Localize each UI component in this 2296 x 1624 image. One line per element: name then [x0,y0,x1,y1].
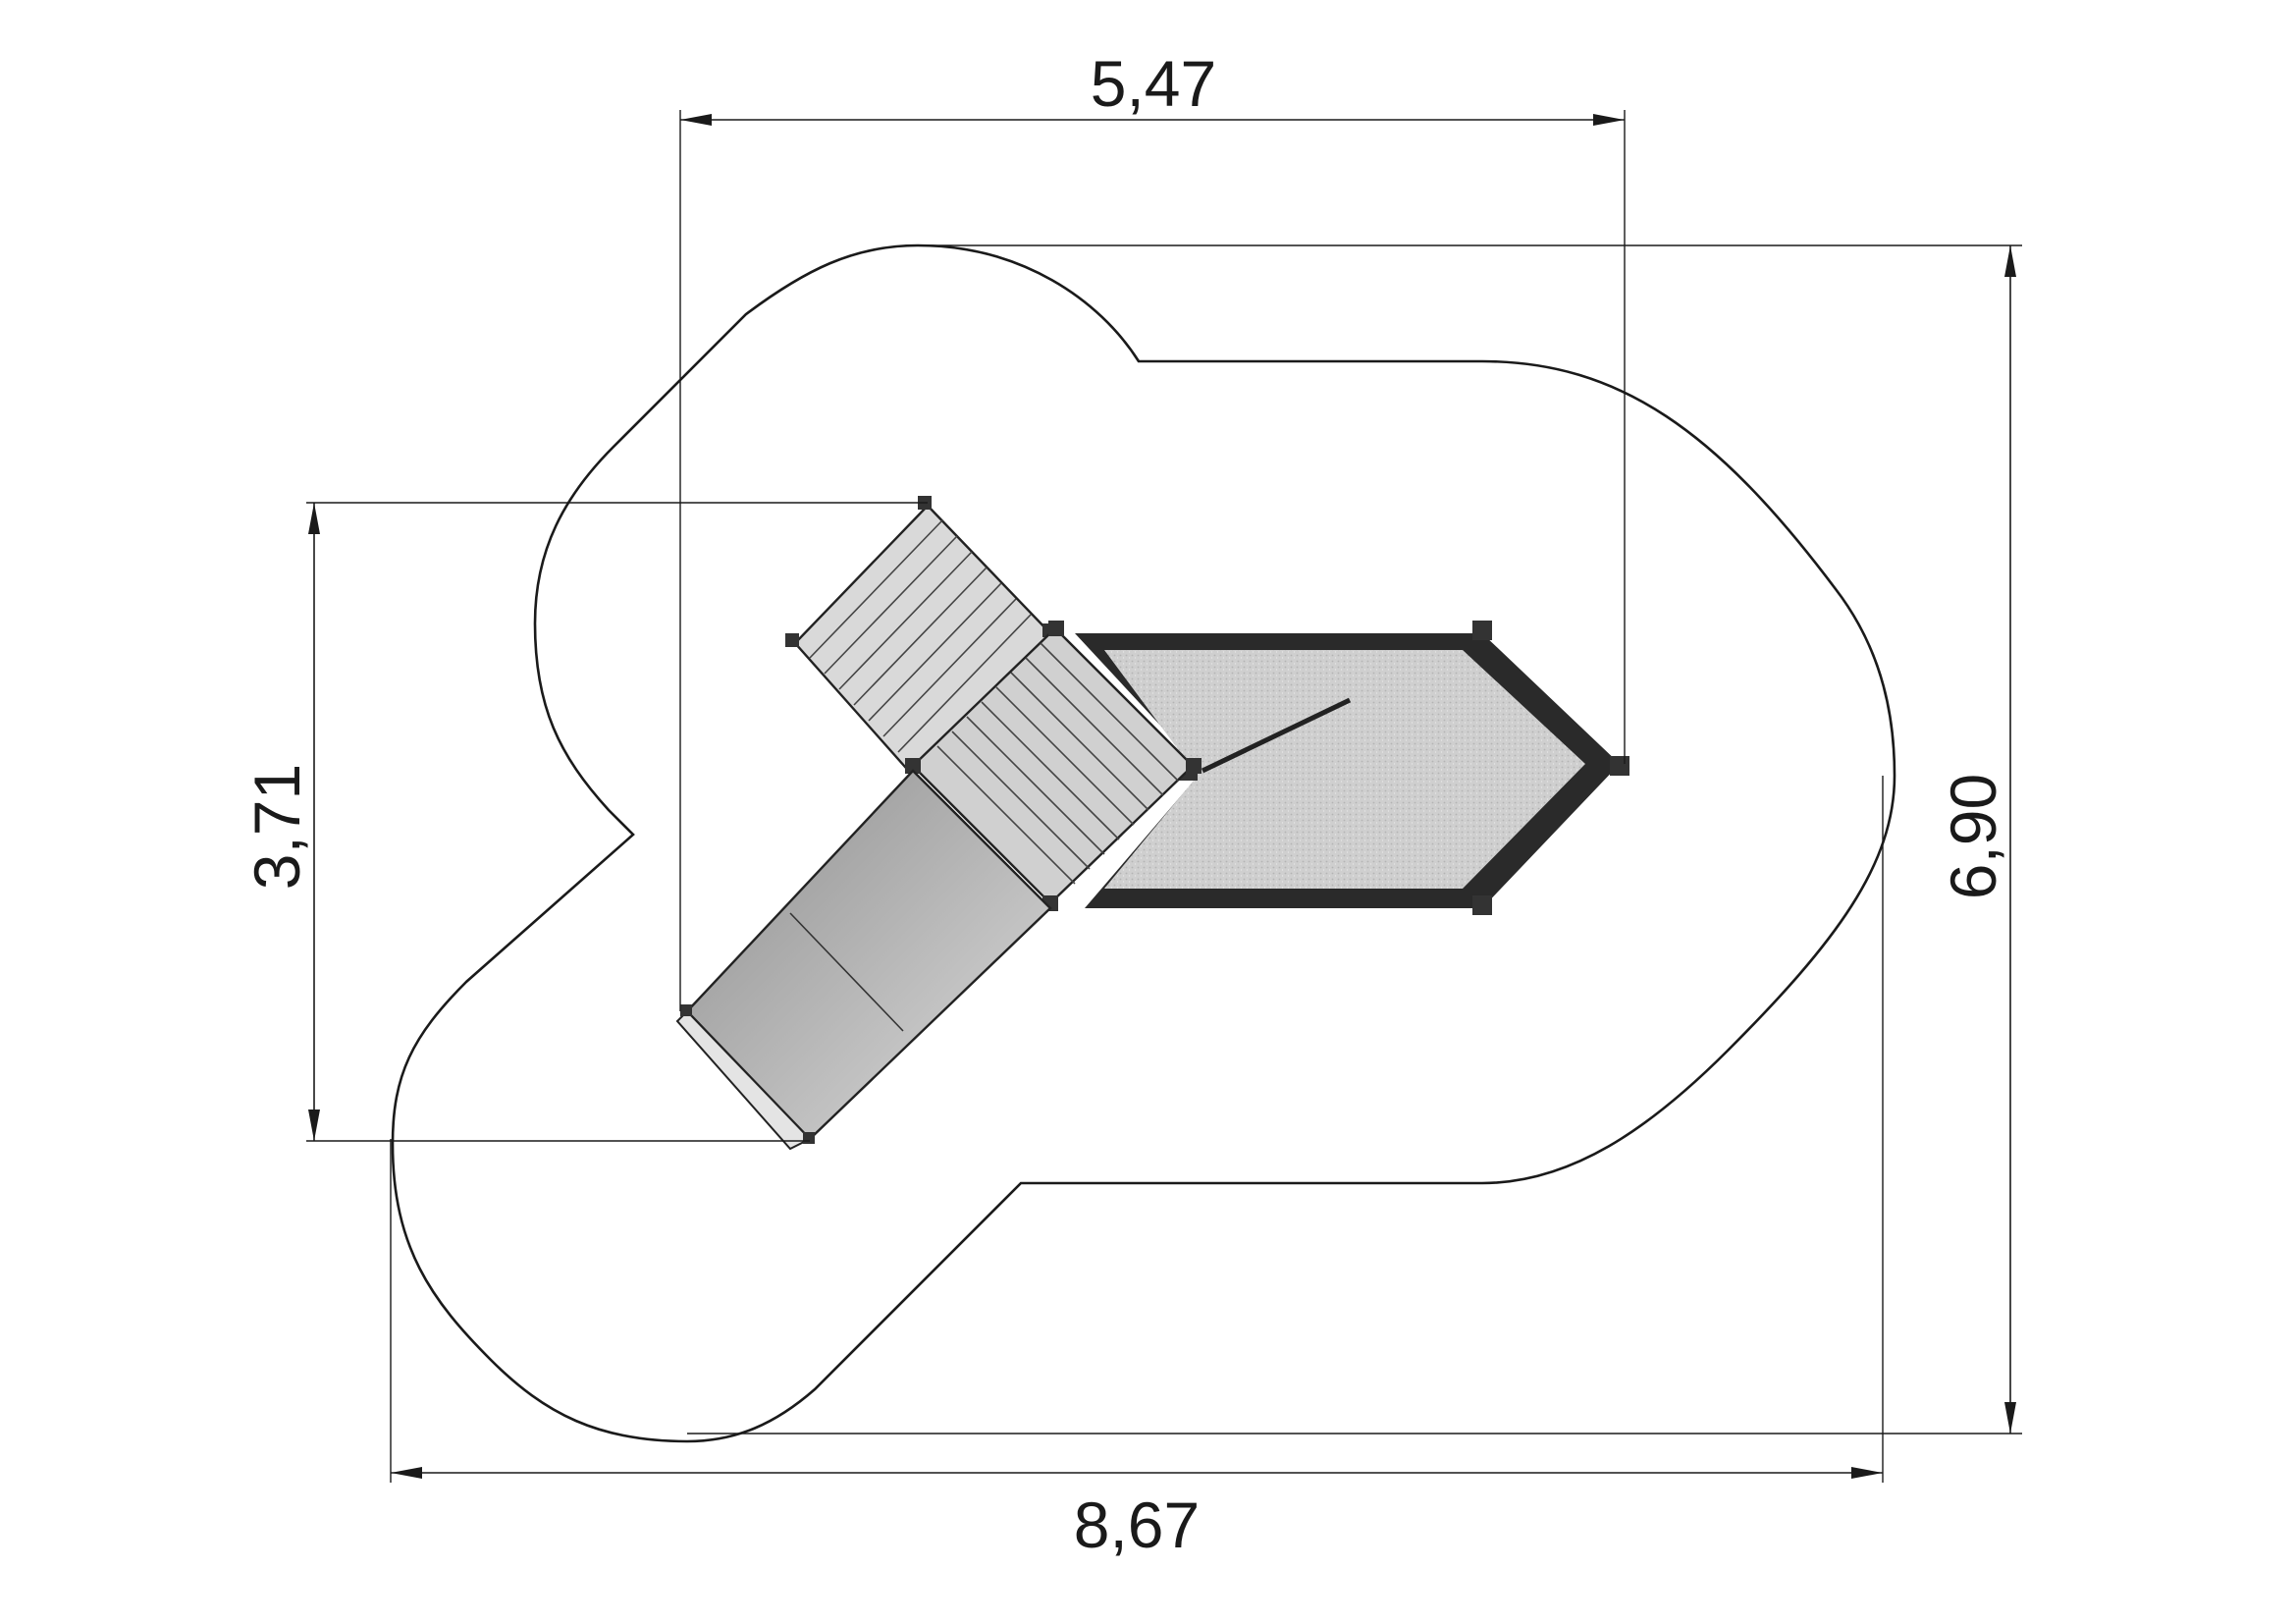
dimension-bottom [390,776,1884,1483]
dimension-label-right: 6,90 [1937,774,2009,899]
play-equipment [675,496,1629,1151]
post-3 [1472,895,1492,915]
dimension-label-top: 5,47 [1091,47,1216,120]
dimension-label-left: 3,71 [240,764,313,890]
post-1 [1472,621,1492,640]
sandbox-platform [1075,621,1629,915]
slide [675,769,1052,1151]
steering-rod [1201,697,1352,774]
post-2 [1610,756,1629,776]
dimension-right [687,244,2022,1435]
dimension-label-bottom: 8,67 [1074,1489,1200,1561]
safety-zone-outline [391,244,1896,1443]
dimension-left [306,502,928,1142]
tower-deck [905,621,1201,911]
dimension-top [679,110,1626,1011]
